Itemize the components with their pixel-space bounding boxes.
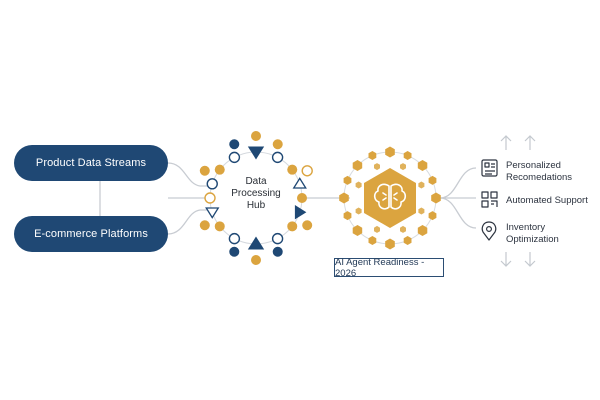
agent-node-hexagon xyxy=(374,225,380,233)
agent-node-ring xyxy=(339,146,441,250)
source-ecommerce-platforms[interactable]: E-commerce Platforms xyxy=(14,216,168,252)
hub-node-triangle xyxy=(247,236,265,250)
agent-node-hexagon xyxy=(403,236,412,245)
output-automated-support[interactable]: Automated Support xyxy=(506,195,588,207)
hub-node-dot xyxy=(287,221,298,232)
agent-node-hexagon xyxy=(417,225,428,236)
agent-node-hexagon xyxy=(428,211,437,221)
source-product-data-streams[interactable]: Product Data Streams xyxy=(14,145,168,181)
output-label-line: Optimization xyxy=(506,234,559,245)
output-personalized-recommendations[interactable]: Personalized Recomedations xyxy=(506,160,572,184)
hub-node-dot xyxy=(229,139,240,150)
output-label-line: Automated Support xyxy=(506,195,588,206)
brain-hexagon xyxy=(364,168,416,228)
agent-node-hexagon xyxy=(368,151,377,160)
agent-node-hexagon xyxy=(418,181,425,189)
hub-node-dot xyxy=(272,139,283,150)
hub-label-line: Processing xyxy=(231,188,281,199)
hub-node-triangle xyxy=(247,146,265,160)
hub-node-triangle xyxy=(294,205,307,220)
agent-node-hexagon xyxy=(418,207,425,215)
hub-node-dot xyxy=(229,246,240,257)
connector-product xyxy=(167,162,210,187)
center-hexagon xyxy=(364,168,416,228)
brain-icon xyxy=(373,183,407,210)
hub-node-dot xyxy=(251,131,261,141)
hub-label-line: Data xyxy=(245,176,267,187)
hub-node-dot xyxy=(287,164,298,175)
hub-node-triangle xyxy=(205,207,220,219)
hub-node-dot xyxy=(251,255,261,265)
hub-node-ring-dot xyxy=(301,165,313,177)
hub-node-dot xyxy=(302,220,313,231)
agent-node-hexagon xyxy=(385,238,395,250)
agent-node-hexagon xyxy=(343,175,352,185)
hub-node-dot xyxy=(272,246,283,257)
output-inventory-optimization[interactable]: Inventory Optimization xyxy=(506,222,559,246)
agent-node-hexagon xyxy=(400,163,406,171)
agent-node-hexagon xyxy=(431,192,441,204)
agent-node-hexagon xyxy=(355,207,362,215)
agent-node-hexagon xyxy=(403,151,412,160)
agent-node-hexagon xyxy=(428,175,437,185)
hub-label-line: Hub xyxy=(246,200,266,211)
agent-node-hexagon xyxy=(343,211,352,221)
agent-readiness-label: AI Agent Readiness - 2026 xyxy=(334,257,444,279)
location-pin-icon xyxy=(481,221,497,241)
agent-node-hexagon xyxy=(355,181,362,189)
source-label: Product Data Streams xyxy=(35,157,147,169)
hub-node-dot xyxy=(199,220,210,231)
hub-node-dot xyxy=(297,193,307,203)
support-qr-icon xyxy=(481,191,498,208)
hub-label: Data Processing Hub xyxy=(220,176,292,212)
up-down-arrows-icon xyxy=(500,135,536,267)
agent-node-hexagon xyxy=(374,163,380,171)
agent-node-hexagon xyxy=(352,225,363,236)
hub-node-ring-dot xyxy=(271,151,284,164)
hub-node-ring-dot xyxy=(206,178,218,190)
hub-node-triangle xyxy=(292,177,307,189)
hub-node-dot xyxy=(214,164,225,175)
hub-node-dot xyxy=(199,165,210,176)
output-label-line: Inventory xyxy=(506,222,546,233)
hub-node-ring-dot xyxy=(271,232,284,245)
hub-node-dot xyxy=(214,221,225,232)
agent-node-hexagon xyxy=(352,160,363,171)
agent-node-hexagon xyxy=(368,236,377,245)
agent-node-hexagon xyxy=(339,192,349,204)
hub-node-ring-dot xyxy=(228,232,241,245)
agent-node-hexagon xyxy=(385,146,395,158)
connector-out-1 xyxy=(439,167,477,199)
agent-node-hexagon xyxy=(400,225,406,233)
output-label-line: Recomedations xyxy=(506,172,573,183)
hub-node-ring xyxy=(199,131,313,265)
source-connectors xyxy=(99,162,477,235)
hub-node-ring-dot xyxy=(228,151,241,164)
hub-node-ring-dot xyxy=(204,192,216,204)
connector-out-3 xyxy=(439,197,477,229)
agent-node-hexagon xyxy=(417,160,428,171)
source-label: E-commerce Platforms xyxy=(34,228,148,240)
recommendation-list-icon xyxy=(481,159,498,177)
output-label-line: Personalized xyxy=(506,160,561,171)
connector-ecom xyxy=(167,209,210,235)
